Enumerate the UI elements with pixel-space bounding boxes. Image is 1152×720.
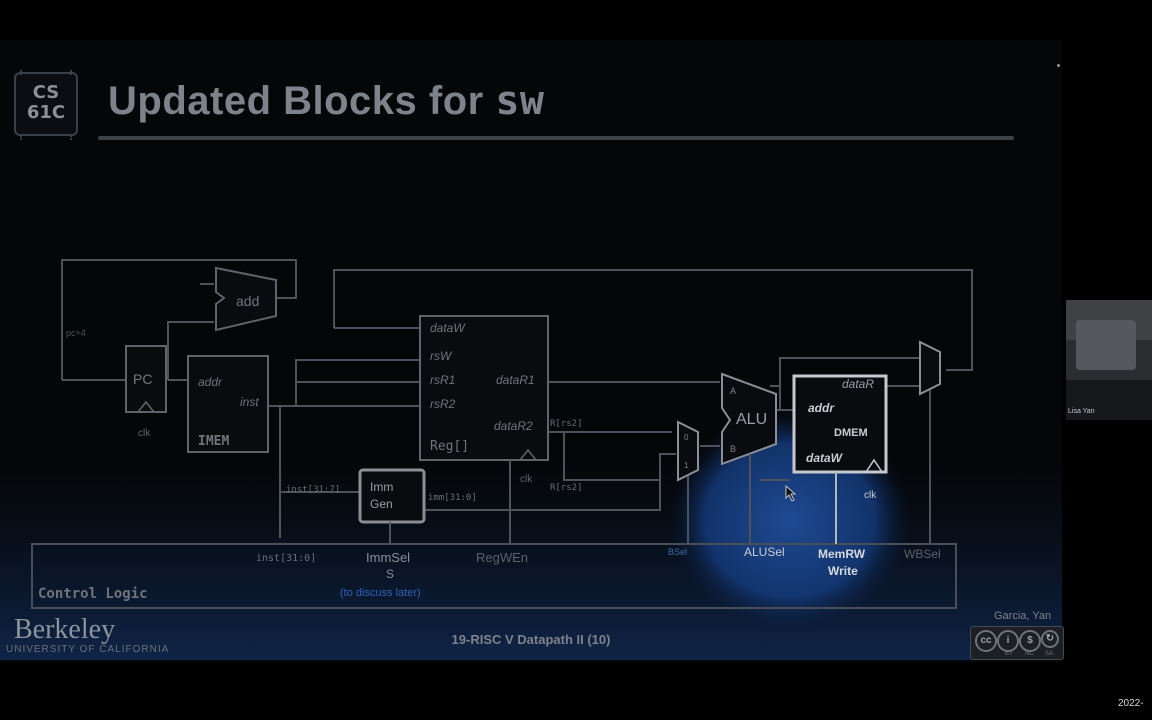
alusel-signal: ALUSel xyxy=(744,545,785,559)
inst-31-7-label: inst[31:7] xyxy=(286,485,340,495)
imem-addr-label: addr xyxy=(198,375,223,389)
logo-line-1: CS xyxy=(32,82,60,103)
immsel-signal: ImmSel xyxy=(366,550,410,565)
dmem-block xyxy=(792,374,888,474)
control-logic-label: Control Logic xyxy=(38,586,148,602)
dmem-datar-label: dataR xyxy=(842,377,874,391)
creative-commons-badge: cc i $ ↻ BY NC SA xyxy=(970,626,1064,660)
bsel-mux xyxy=(677,420,699,482)
reg-clk-label: clk xyxy=(520,474,533,485)
pc4-label: pc+4 xyxy=(66,328,86,338)
slide-title: Updated Blocks for sw xyxy=(108,78,545,124)
cc-icon: cc xyxy=(975,630,997,652)
add-label: add xyxy=(236,293,259,309)
lecture-footer: 19-RISC V Datapath II (10) xyxy=(451,632,611,647)
bsel-signal: BSel xyxy=(668,547,687,557)
cs61c-logo: CS 61C xyxy=(14,70,78,138)
reg-rsr1-label: rsR1 xyxy=(430,373,455,387)
berkeley-logo: Berkeley xyxy=(14,614,116,645)
imem-name: IMEM xyxy=(198,434,229,449)
imm-gen-line2: Gen xyxy=(370,497,393,511)
dmem-dataw-label: dataW xyxy=(806,451,844,465)
register-file xyxy=(419,315,549,461)
title-underline xyxy=(98,136,1014,140)
pc-clk-label: clk xyxy=(138,428,151,439)
alu-a-label: A xyxy=(730,386,736,396)
wbsel-signal: WBSel xyxy=(904,547,941,561)
rs2-label: R[rs2] xyxy=(550,419,583,429)
rs2-label-lower: R[rs2] xyxy=(550,483,583,493)
imm-31-0-label: imm[31:0] xyxy=(428,493,477,503)
cc-by-label: BY xyxy=(1005,651,1014,657)
memrw-value: Write xyxy=(828,564,858,578)
pc-label: PC xyxy=(133,371,152,387)
add-unit xyxy=(215,266,277,332)
alu-label: ALU xyxy=(736,411,767,428)
reg-rsw-label: rsW xyxy=(430,349,453,363)
datapath-diagram: Control Logic xyxy=(0,259,1062,660)
webcam-thumbnail[interactable] xyxy=(1066,300,1152,420)
reg-datar1-label: dataR1 xyxy=(496,373,535,387)
control-logic-box xyxy=(31,543,957,609)
reg-dataw-label: dataW xyxy=(430,321,466,335)
immsel-note: (to discuss later) xyxy=(340,587,421,599)
logo-line-2: 61C xyxy=(26,102,66,123)
dmem-clk-label: clk xyxy=(864,490,877,501)
imm-gen-block xyxy=(358,468,426,524)
reg-name: Reg[] xyxy=(430,439,469,454)
lecture-slide: CS 61C Updated Blocks for sw xyxy=(0,40,1064,662)
bsel-mux-1: 1 xyxy=(684,461,689,470)
date-stamp: 2022- xyxy=(1118,698,1144,709)
reg-datar2-label: dataR2 xyxy=(494,419,533,433)
bsel-mux-0: 0 xyxy=(684,433,689,442)
imem-inst-label: inst xyxy=(240,395,259,409)
cc-nc-label: NC xyxy=(1025,651,1034,657)
by-icon: i xyxy=(997,630,1019,652)
sa-icon: ↻ xyxy=(1041,630,1059,648)
imem-block xyxy=(187,355,269,453)
corner-dot xyxy=(1057,64,1060,67)
slide-title-mono: sw xyxy=(495,78,545,124)
imm-gen-line1: Imm xyxy=(370,480,393,494)
reg-rsr2-label: rsR2 xyxy=(430,397,456,411)
cc-sa-label: SA xyxy=(1045,651,1054,657)
berkeley-subtitle: UNIVERSITY OF CALIFORNIA xyxy=(6,644,170,655)
alu-b-label: B xyxy=(730,444,736,454)
dmem-name: DMEM xyxy=(834,427,868,439)
wbsel-mux xyxy=(919,340,941,396)
pc-feedback-wires xyxy=(61,259,973,538)
authors-label: Garcia, Yan xyxy=(994,610,1052,622)
webcam-name-label: Lisa Yan xyxy=(1068,408,1095,415)
alu-unit xyxy=(721,372,777,466)
memrw-signal: MemRW xyxy=(818,547,866,561)
slide-title-text: Updated Blocks for xyxy=(108,79,496,123)
mouse-cursor-icon xyxy=(785,484,797,502)
regwen-signal: RegWEn xyxy=(476,550,528,565)
dmem-addr-label: addr xyxy=(808,401,835,415)
inst-31-0-label: inst[31:0] xyxy=(256,553,316,564)
immsel-value: S xyxy=(386,567,394,581)
nc-icon: $ xyxy=(1019,630,1041,652)
